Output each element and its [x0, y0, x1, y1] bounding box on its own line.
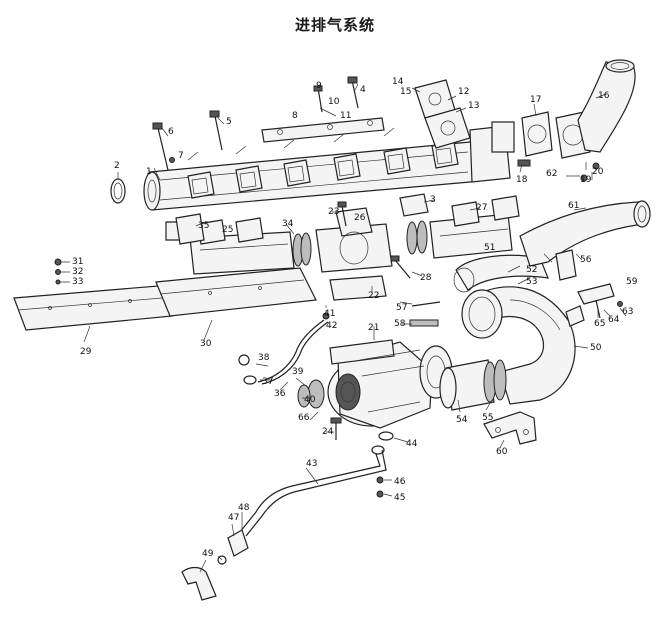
callout-65: 65	[594, 319, 605, 329]
callout-22: 22	[368, 291, 379, 301]
clamp-bracket	[565, 283, 623, 327]
callout-1: 1	[146, 167, 152, 177]
callout-11: 11	[340, 111, 351, 121]
callout-8: 8	[292, 111, 298, 121]
callout-62: 62	[546, 169, 557, 179]
callout-33: 33	[72, 277, 83, 287]
callout-41: 41	[324, 309, 335, 319]
callout-64: 64	[608, 315, 620, 325]
callout-54: 54	[456, 415, 468, 425]
callout-12: 12	[458, 87, 469, 97]
callout-19: 19	[580, 175, 592, 185]
callout-28: 28	[420, 273, 432, 283]
callout-17: 17	[530, 95, 541, 105]
outlet-gasket	[414, 79, 471, 149]
intake-manifold	[165, 195, 520, 279]
callout-23: 23	[328, 207, 339, 217]
callout-32: 32	[72, 267, 83, 277]
callout-48: 48	[238, 503, 250, 513]
callout-40: 40	[304, 395, 316, 405]
callout-25: 25	[222, 225, 233, 235]
callout-43: 43	[306, 459, 317, 469]
exhaust-manifold	[143, 121, 515, 211]
callout-16: 16	[598, 91, 610, 101]
callout-20: 20	[592, 167, 604, 177]
callout-42: 42	[326, 321, 337, 331]
callout-13: 13	[468, 101, 479, 111]
support-bracket	[483, 411, 537, 445]
callout-26: 26	[354, 213, 366, 223]
callout-36: 36	[274, 389, 286, 399]
callout-55: 55	[482, 413, 493, 423]
callout-59: 59	[626, 277, 638, 287]
small-gasket	[399, 193, 429, 217]
callout-44: 44	[406, 439, 418, 449]
callout-63: 63	[622, 307, 633, 317]
intake-pipe	[453, 200, 651, 405]
sealing-ring	[110, 178, 126, 204]
callout-38: 38	[258, 353, 270, 363]
callout-31: 31	[72, 257, 83, 267]
studs	[409, 301, 441, 327]
leader-lines	[60, 83, 627, 573]
elbow-pipe	[517, 59, 636, 182]
callout-60: 60	[496, 447, 508, 457]
outlet-pipe	[439, 359, 507, 411]
callout-39: 39	[292, 367, 304, 377]
callout-21: 21	[368, 323, 379, 333]
callout-2: 2	[114, 161, 120, 171]
diagram-title: 进排气系统	[294, 16, 375, 34]
callout-51: 51	[484, 243, 495, 253]
oil-return-pipe	[181, 445, 387, 601]
callout-3: 3	[430, 195, 436, 205]
callout-24: 24	[322, 427, 334, 437]
callout-66: 66	[298, 413, 310, 423]
callout-57: 57	[396, 303, 407, 313]
callout-10: 10	[328, 97, 340, 107]
callout-30: 30	[200, 339, 212, 349]
callout-6: 6	[168, 127, 174, 137]
callout-45: 45	[394, 493, 405, 503]
callout-46: 46	[394, 477, 406, 487]
heat-shield	[13, 258, 317, 331]
callout-56: 56	[580, 255, 592, 265]
bracket-bar	[261, 76, 385, 143]
oil-feed-pipe	[238, 305, 330, 385]
callout-14: 14	[392, 77, 404, 87]
callout-35: 35	[198, 221, 209, 231]
callout-58: 58	[394, 319, 406, 329]
callout-37: 37	[262, 377, 273, 387]
callout-15: 15	[400, 87, 411, 97]
callout-9: 9	[316, 81, 322, 91]
callout-29: 29	[80, 347, 92, 357]
callout-52: 52	[526, 265, 537, 275]
callout-18: 18	[516, 175, 528, 185]
manifold-flanges	[187, 141, 459, 199]
callout-27: 27	[476, 203, 487, 213]
callout-53: 53	[526, 277, 537, 287]
turbocharger	[297, 339, 453, 441]
callout-47: 47	[228, 513, 239, 523]
callout-5: 5	[226, 117, 232, 127]
callout-61: 61	[568, 201, 579, 211]
callout-4: 4	[360, 85, 366, 95]
callout-50: 50	[590, 343, 602, 353]
intake-gasket	[329, 275, 387, 301]
callout-7: 7	[178, 151, 184, 161]
callout-49: 49	[202, 549, 214, 559]
manifold-bolts	[152, 110, 223, 171]
callout-34: 34	[282, 219, 294, 229]
